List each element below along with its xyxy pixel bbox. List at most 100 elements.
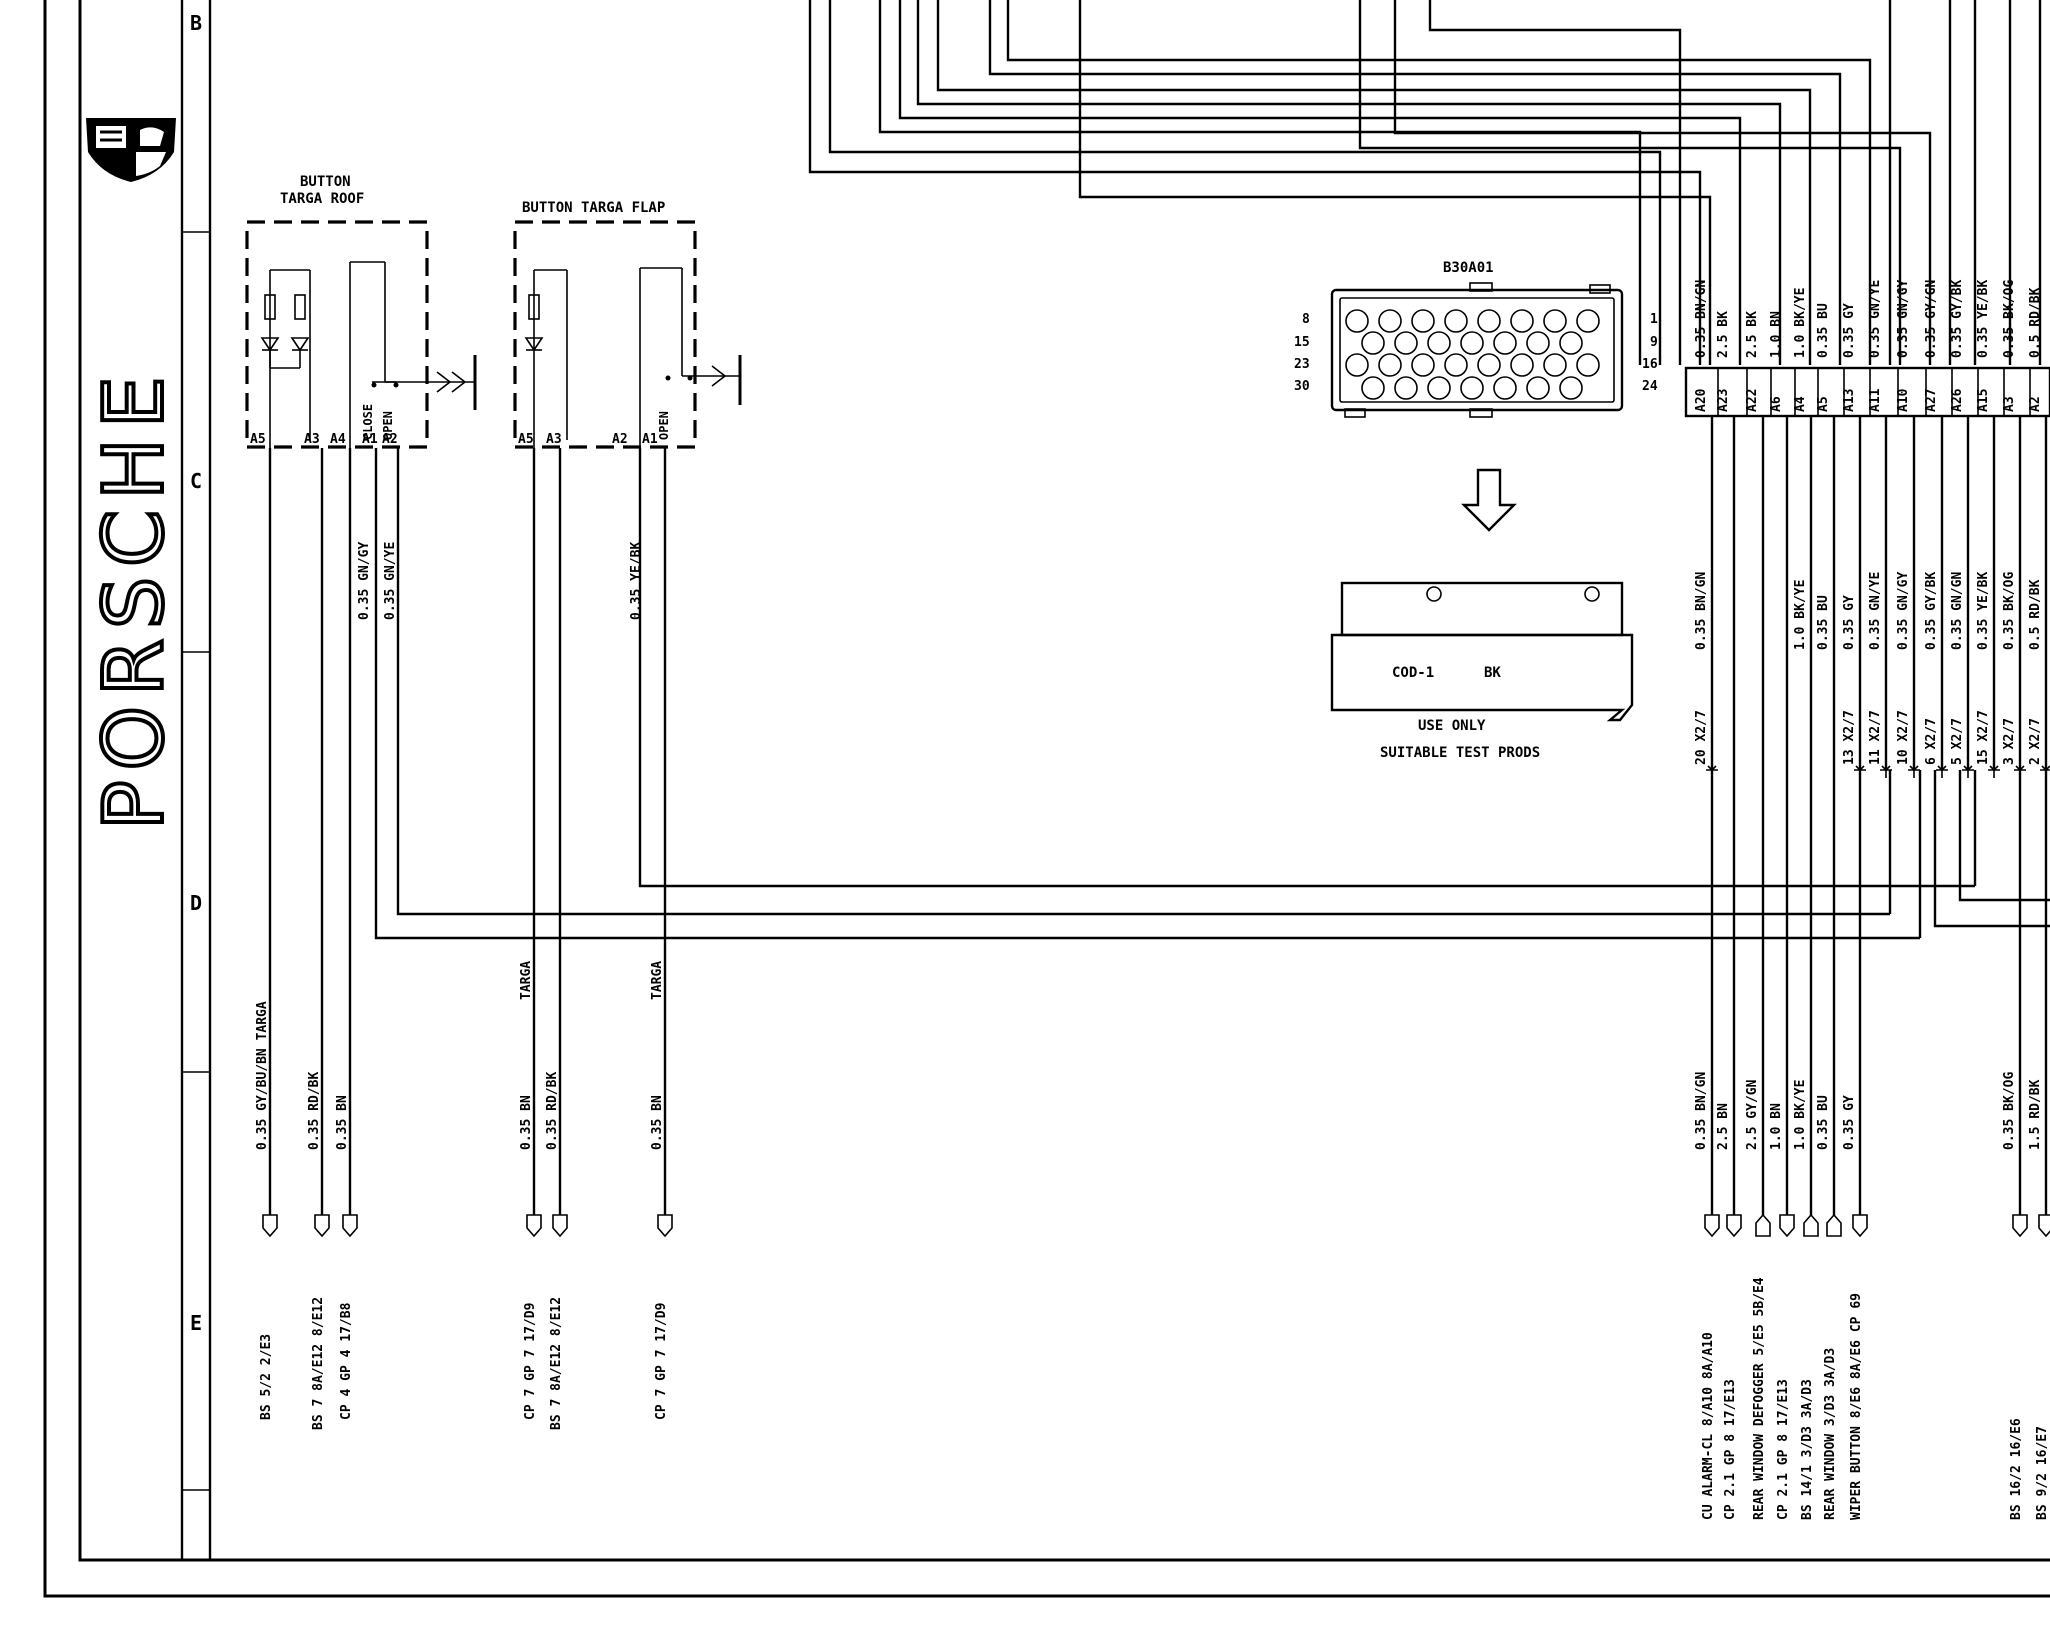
test-jack-icon	[1908, 762, 1920, 778]
wire-label: 0.35 GY	[1842, 1095, 1857, 1150]
pin-label: A23	[1716, 389, 1731, 412]
pin-label: A22	[1745, 389, 1760, 412]
wire-label: 1.0 BK/YE	[1793, 288, 1808, 358]
connector-pin-hole	[1361, 331, 1385, 355]
porsche-crest-logo	[86, 118, 176, 182]
connector-pin-hole	[1526, 376, 1550, 400]
wire-label: 2.5 BK	[1716, 311, 1731, 358]
wire-label: 0.35 BN	[650, 1095, 665, 1150]
test-jack-icon	[1988, 762, 2000, 778]
connector-pin-number: 8	[1302, 312, 1310, 327]
connector-pin-hole	[1543, 309, 1567, 333]
pin-label: A5	[1816, 396, 1831, 412]
wire-label: 0.35 GN/YE	[383, 542, 398, 620]
jack-label: 2 X2/7	[2028, 718, 2043, 765]
wire-label: 1.0 BN	[1769, 1103, 1784, 1150]
wire-label: 0.35 GN/GY	[1896, 280, 1911, 358]
pin-label: A2	[612, 432, 628, 447]
wire-label: 0.35 YE/BK	[1976, 280, 1991, 358]
test-jack-icon	[1706, 762, 1718, 778]
jack-label: 5 X2/7	[1950, 718, 1965, 765]
down-arrow-icon	[1461, 468, 1517, 532]
connector-pin-hole	[1576, 309, 1600, 333]
wire-destination: CP 7 GP 7 17/D9	[654, 1303, 669, 1420]
connector-pin-hole	[1378, 309, 1402, 333]
wire-label: 1.5 RD/BK	[2028, 1079, 2043, 1150]
pin-label: A11	[1868, 388, 1883, 412]
wire-destination: BS 9/2 16/E7	[2035, 1426, 2050, 1520]
connector-pin-hole	[1576, 353, 1600, 377]
wire-label: 0.35 BN	[335, 1095, 350, 1150]
jack-label: 13 X2/7	[1842, 710, 1857, 765]
connector-b30a01: B30A01 8 15 23 30 1 9 16 24	[1294, 260, 1658, 418]
wire-label: 0.35 GY/GN	[1924, 280, 1939, 358]
pin-label: A2	[382, 432, 398, 447]
grid-row-label: D	[190, 891, 202, 915]
jack-label: 3 X2/7	[2002, 718, 2017, 765]
connector-name: B30A01	[1443, 260, 1494, 276]
pin-label: A10	[1896, 388, 1911, 412]
connector-pin-hole	[1510, 353, 1534, 377]
wire-label: 0.35 BK/OG	[2002, 280, 2017, 358]
connector-pin-hole	[1559, 331, 1583, 355]
return-harness	[1888, 770, 2050, 938]
wire-label: 1.0 BK/YE	[1793, 580, 1808, 650]
grid-row-label: C	[190, 469, 202, 493]
switch-position-label: CLOSE	[361, 404, 375, 440]
connector-pin-number: 23	[1294, 357, 1310, 372]
connector-pin-hole	[1345, 309, 1369, 333]
pin-label: A4	[1793, 396, 1808, 412]
wire-label: 0.35 BU	[1816, 1095, 1831, 1150]
connector-pin-number: 24	[1642, 379, 1658, 394]
wire-label: 0.35 BN/GN	[1694, 280, 1709, 358]
test-jack-icon	[1854, 762, 1866, 778]
grid-row-label: E	[190, 1311, 202, 1335]
terminal-arrow	[1755, 1213, 1771, 1237]
pin-label: A6	[1769, 396, 1784, 412]
wire-label: 0.35 BU	[1816, 595, 1831, 650]
targa-roof-button: BUTTON TARGA ROOF CLOSE OPEN A5 A3 A4 A1	[245, 174, 477, 449]
pin-label: A3	[2002, 396, 2017, 412]
terminal-arrows-left	[262, 1214, 673, 1238]
wire-label: 0.35 GN/GY	[1896, 572, 1911, 650]
wire-label: 0.35 GY/BK	[1950, 280, 1965, 358]
jack-label: 15 X2/7	[1976, 710, 1991, 765]
connector-pin-hole	[1477, 353, 1501, 377]
wire-destination: CP 2.1 GP 8 17/E13	[1776, 1379, 1791, 1520]
wire-label: 0.35 RD/BK	[307, 1072, 322, 1150]
connector-pin-holes	[1345, 309, 1600, 400]
wire-label: 1.0 BK/YE	[1793, 1080, 1808, 1150]
connector-pin-hole	[1526, 331, 1550, 355]
wire-label: 0.35 YE/BK	[1976, 572, 1991, 650]
component-title: TARGA ROOF	[280, 191, 364, 207]
wire-destination: BS 16/2 16/E6	[2009, 1418, 2024, 1520]
switch-position-label: OPEN	[381, 411, 395, 440]
connector-pin-number: 1	[1650, 312, 1658, 327]
wire-label: 0.5 RD/BK	[2028, 579, 2043, 650]
test-plug-note: USE ONLY	[1418, 718, 1486, 734]
pin-label: A3	[546, 432, 562, 447]
frame	[43, 0, 2050, 1598]
wire-label: 0.35 BU	[1816, 303, 1831, 358]
wire-label: TARGA	[650, 961, 665, 1000]
connector-pin-hole	[1427, 331, 1451, 355]
connector-pin-hole	[1444, 353, 1468, 377]
jack-label: 20 X2/7	[1694, 710, 1709, 765]
connector-pin-number: 15	[1294, 335, 1310, 350]
connector-pin-hole	[1460, 376, 1484, 400]
wire-label: 0.35 GY	[1842, 303, 1857, 358]
terminal-arrow	[1803, 1213, 1819, 1237]
left-wire-runs	[268, 448, 1975, 1215]
test-jack-icon	[1962, 762, 1974, 778]
test-jack-icon	[1936, 762, 1948, 778]
connector-pin-hole	[1493, 331, 1517, 355]
wire-label: 1.0 BN	[1769, 311, 1784, 358]
wire-label: 0.35 GN/YE	[1868, 280, 1883, 358]
connector-pin-hole	[1361, 376, 1385, 400]
wire-destination: BS 7 8A/E12 8/E12	[311, 1297, 326, 1430]
wire-destination: BS 14/1 3/D3 3A/D3	[1800, 1379, 1815, 1520]
test-plug: COD-1 BK USE ONLY SUITABLE TEST PRODS	[1330, 581, 1634, 761]
test-plug-color: BK	[1484, 665, 1501, 681]
